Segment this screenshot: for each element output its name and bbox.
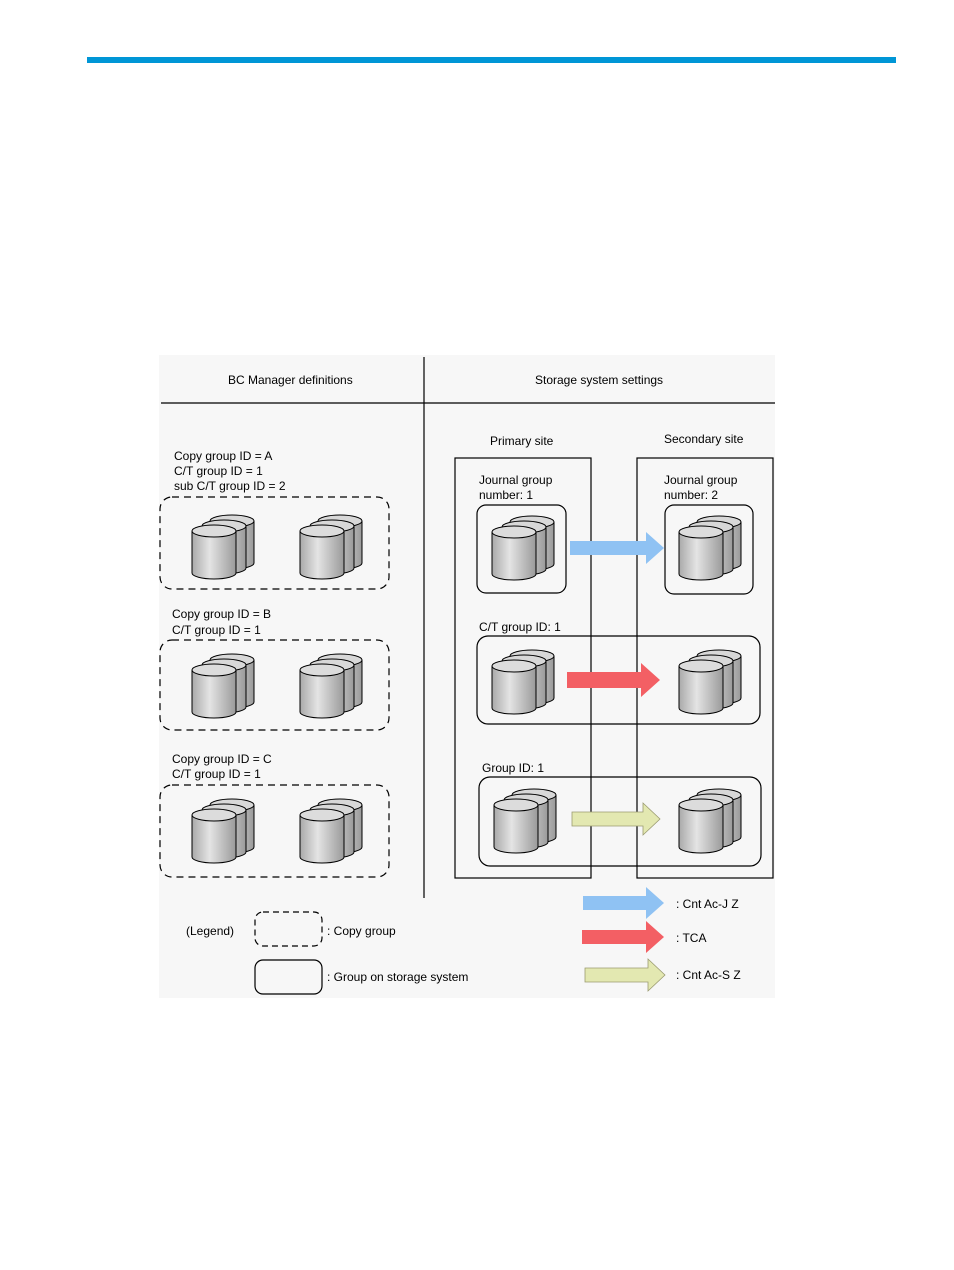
legend-storage-group-label: : Group on storage system — [327, 970, 468, 984]
journal-group-secondary-line-1: Journal group — [664, 473, 738, 487]
ct-group-box — [476, 635, 761, 725]
legend-title: (Legend) — [186, 924, 234, 938]
journal-group-primary-line-1: Journal group — [479, 473, 553, 487]
journal-group-primary-box — [476, 504, 567, 594]
copy-group-b-line-2: C/T group ID = 1 — [172, 623, 261, 637]
copy-group-a-box — [159, 496, 390, 590]
copy-group-a-line-3: sub C/T group ID = 2 — [174, 479, 286, 493]
arrow-cnt-ac-j — [570, 532, 664, 564]
journal-group-primary-line-2: number: 1 — [479, 488, 533, 502]
diagram-background — [159, 355, 775, 998]
primary-site-label: Primary site — [490, 434, 554, 448]
secondary-site-box — [636, 457, 774, 879]
legend-cnt-ac-s-label: : Cnt Ac-S Z — [676, 968, 741, 982]
legend-copy-group-swatch — [254, 911, 323, 947]
copy-group-a-line-2: C/T group ID = 1 — [174, 464, 263, 478]
primary-site-box — [454, 457, 592, 879]
copy-group-a-line-1: Copy group ID = A — [174, 449, 272, 463]
legend-arrow-tca — [582, 921, 664, 953]
arrow-tca — [567, 663, 660, 697]
ct-group-label: C/T group ID: 1 — [479, 620, 561, 634]
legend-arrow-cnt-ac-s — [584, 958, 666, 992]
copy-group-c-line-2: C/T group ID = 1 — [172, 767, 261, 781]
right-header: Storage system settings — [535, 373, 663, 387]
legend-tca-label: : TCA — [676, 931, 706, 945]
copy-group-c-box — [159, 784, 390, 878]
copy-group-b-line-1: Copy group ID = B — [172, 607, 271, 621]
secondary-site-label: Secondary site — [664, 432, 744, 446]
legend-arrow-cnt-ac-j — [583, 887, 664, 919]
copy-group-b-box — [159, 639, 390, 731]
legend-copy-group-label: : Copy group — [327, 924, 396, 938]
header-rule — [87, 57, 896, 63]
journal-group-secondary-box — [664, 504, 754, 595]
journal-group-secondary-line-2: number: 2 — [664, 488, 718, 502]
left-header: BC Manager definitions — [228, 373, 353, 387]
legend-storage-group-swatch — [254, 959, 323, 995]
group-id-box — [478, 776, 762, 867]
arrow-cnt-ac-s — [571, 802, 661, 836]
copy-group-c-line-1: Copy group ID = C — [172, 752, 272, 766]
legend-cnt-ac-j-label: : Cnt Ac-J Z — [676, 897, 739, 911]
group-id-label: Group ID: 1 — [482, 761, 544, 775]
